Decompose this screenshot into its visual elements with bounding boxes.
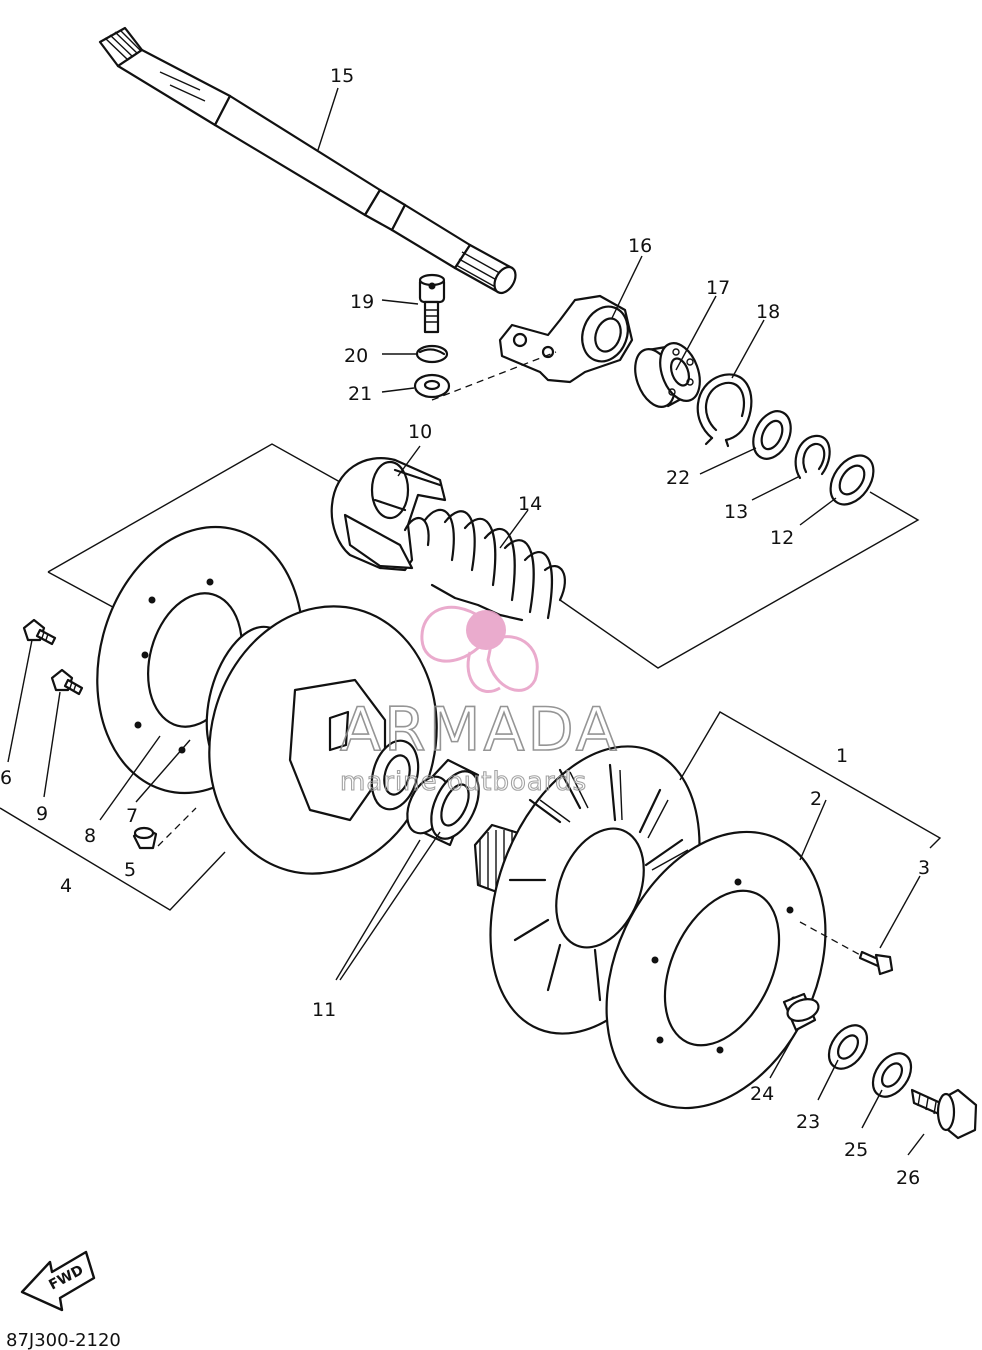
group-bracket-top bbox=[47, 443, 920, 669]
bolt-part-19 bbox=[418, 273, 446, 334]
callout-17: 17 bbox=[706, 277, 730, 299]
catalog-number: 87J300-2120 bbox=[6, 1330, 121, 1350]
callout-12: 12 bbox=[770, 527, 794, 549]
clip-part-13 bbox=[794, 434, 831, 480]
flange-bolt-part-26 bbox=[910, 1088, 978, 1140]
callout-19: 19 bbox=[350, 291, 374, 313]
circlip-part-18 bbox=[696, 373, 753, 448]
watermark-title: ARMADA bbox=[340, 695, 620, 765]
watermark-subtitle: marine outboards bbox=[340, 767, 587, 797]
washer-part-21 bbox=[413, 373, 451, 399]
callout-20: 20 bbox=[344, 345, 368, 367]
callout-6: 6 bbox=[0, 767, 12, 789]
collar-part-24 bbox=[782, 992, 820, 1032]
callout-2: 2 bbox=[810, 788, 822, 810]
washer-part-25 bbox=[871, 1052, 913, 1098]
callout-26: 26 bbox=[896, 1167, 920, 1189]
bush-part-11 bbox=[406, 758, 480, 847]
armada-watermark: ARMADA marine outboards bbox=[339, 605, 620, 798]
leader-lines bbox=[7, 87, 925, 1156]
callout-1: 1 bbox=[836, 745, 848, 767]
bolt-part-3 bbox=[858, 950, 894, 976]
washer-part-20 bbox=[415, 344, 449, 364]
bolt-part-6 bbox=[22, 618, 57, 646]
group-bracket-lower bbox=[0, 711, 942, 911]
cam-part-10 bbox=[330, 457, 447, 572]
callout-8: 8 bbox=[84, 825, 96, 847]
callout-24: 24 bbox=[750, 1083, 774, 1105]
propeller-logo-icon bbox=[420, 605, 539, 694]
callout-11: 11 bbox=[312, 999, 336, 1021]
callout-5: 5 bbox=[124, 859, 136, 881]
callout-9: 9 bbox=[36, 803, 48, 825]
callout-14: 14 bbox=[518, 493, 542, 515]
sheave-part-4 bbox=[208, 605, 438, 875]
shaft-part-15 bbox=[98, 26, 517, 295]
callout-22: 22 bbox=[666, 467, 690, 489]
bearing-part-17 bbox=[634, 342, 701, 408]
callout-4: 4 bbox=[60, 875, 72, 897]
washer-part-22 bbox=[752, 410, 792, 460]
callout-7: 7 bbox=[126, 805, 138, 827]
callout-3: 3 bbox=[918, 857, 930, 879]
callout-21: 21 bbox=[348, 383, 372, 405]
fwd-arrow-icon: FWD bbox=[20, 1250, 96, 1312]
callout-23: 23 bbox=[796, 1111, 820, 1133]
callout-15: 15 bbox=[330, 65, 354, 87]
callout-13: 13 bbox=[724, 501, 748, 523]
callout-10: 10 bbox=[408, 421, 432, 443]
callout-18: 18 bbox=[756, 301, 780, 323]
bearing-holder-part-16 bbox=[498, 294, 634, 384]
callout-16: 16 bbox=[628, 235, 652, 257]
callout-labels: 1 2 3 4 5 6 7 8 9 10 11 12 13 14 15 16 1… bbox=[0, 65, 930, 1189]
washer-part-12 bbox=[829, 454, 875, 506]
bolt-part-9 bbox=[50, 668, 84, 696]
bolt-part-5 bbox=[132, 826, 158, 850]
callout-25: 25 bbox=[844, 1139, 868, 1161]
spring-part-14 bbox=[403, 508, 566, 622]
washer-part-23 bbox=[827, 1024, 869, 1070]
